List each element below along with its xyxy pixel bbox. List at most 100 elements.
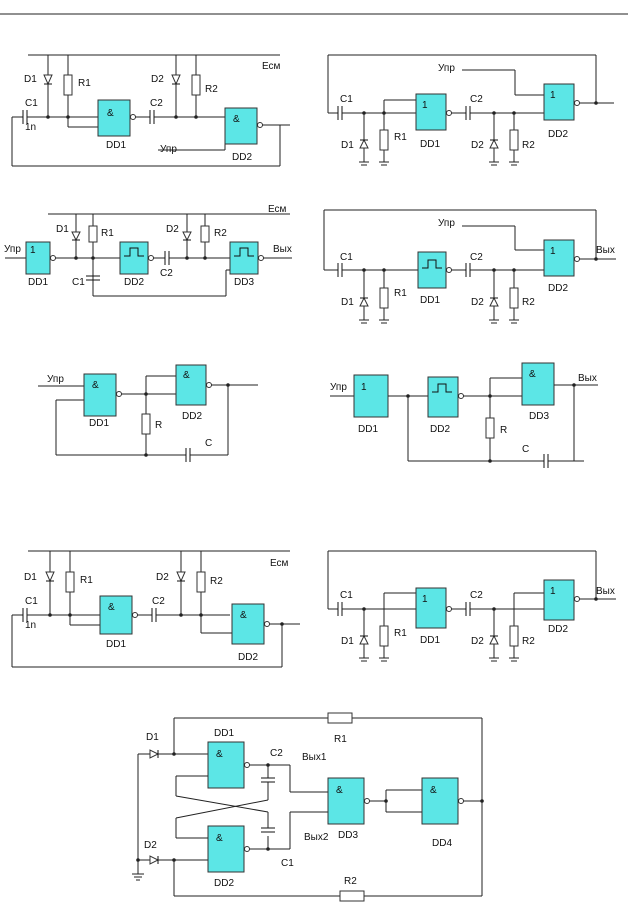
svg-text:R: R: [155, 420, 162, 431]
svg-text:&: &: [107, 108, 114, 119]
svg-text:1n: 1n: [25, 620, 36, 631]
svg-text:C: C: [205, 438, 212, 449]
svg-text:C1: C1: [281, 858, 294, 869]
svg-text:DD2: DD2: [548, 129, 568, 140]
svg-text:Упр: Упр: [4, 244, 21, 255]
svg-text:1: 1: [422, 594, 428, 605]
svg-text:1: 1: [550, 586, 556, 597]
svg-text:D2: D2: [471, 636, 484, 647]
svg-text:R1: R1: [394, 288, 407, 299]
circuit-6-rc-generator-schmitt: Упр 1 DD1 DD2 R & DD3 Вых C: [330, 362, 598, 468]
gate-dd2: [175, 364, 207, 406]
svg-text:DD1: DD1: [106, 639, 126, 650]
gate-dd1: [97, 99, 131, 137]
svg-text:Упр: Упр: [47, 374, 64, 385]
svg-text:D1: D1: [146, 732, 159, 743]
svg-text:1: 1: [30, 245, 36, 256]
svg-text:DD1: DD1: [214, 728, 234, 739]
svg-text:R2: R2: [214, 228, 227, 239]
svg-text:C1: C1: [25, 596, 38, 607]
circuit-3-schmitt-chain: Есм Упр 1 DD1 D1 R1 C1 DD2 C2 D2 R2: [4, 204, 292, 297]
svg-text:C2: C2: [470, 94, 483, 105]
svg-text:DD1: DD1: [420, 295, 440, 306]
svg-text:D2: D2: [144, 840, 157, 851]
gate-dd3-schmitt: [229, 241, 259, 275]
svg-text:DD2: DD2: [214, 878, 234, 889]
svg-text:C1: C1: [25, 98, 38, 109]
svg-text:D2: D2: [471, 297, 484, 308]
svg-text:DD2: DD2: [548, 283, 568, 294]
svg-text:C1: C1: [72, 277, 85, 288]
svg-text:DD2: DD2: [238, 652, 258, 663]
gate-dd4: [421, 777, 459, 825]
svg-text:DD1: DD1: [28, 277, 48, 288]
inverter-dd2: [543, 579, 575, 621]
svg-text:C2: C2: [270, 748, 283, 759]
svg-text:C1: C1: [340, 590, 353, 601]
diode-d2: [149, 855, 160, 865]
svg-text:R1: R1: [78, 78, 91, 89]
svg-text:C2: C2: [470, 590, 483, 601]
gate-dd1: [99, 595, 133, 635]
svg-text:R2: R2: [522, 636, 535, 647]
svg-text:R1: R1: [334, 734, 347, 745]
svg-text:Упр: Упр: [330, 382, 347, 393]
svg-text:D1: D1: [341, 140, 354, 151]
gate-dd1: [207, 741, 245, 789]
svg-text:&: &: [336, 785, 343, 796]
resistor-r2: [339, 890, 365, 902]
circuit-9-rs-multivibrator: R1 R2 D1 D2 & DD1 & DD2 C2 C1: [132, 712, 484, 902]
resistor-r2: [191, 74, 201, 96]
svg-text:DD2: DD2: [548, 624, 568, 635]
label-esm: Есм: [262, 61, 281, 72]
svg-text:Вых: Вых: [596, 245, 615, 256]
svg-text:C2: C2: [150, 98, 163, 109]
svg-text:Вых2: Вых2: [304, 832, 329, 843]
svg-text:R2: R2: [522, 297, 535, 308]
svg-text:D1: D1: [24, 74, 37, 85]
svg-text:DD3: DD3: [529, 411, 549, 422]
resistor-r1: [327, 712, 353, 724]
svg-text:D2: D2: [156, 572, 169, 583]
svg-text:1n: 1n: [25, 122, 36, 133]
svg-text:1: 1: [550, 246, 556, 257]
gate-dd2: [231, 603, 265, 645]
circuit-2-monostable-inverter: C1 D1 R1 1 DD1 C2 D2 R2 Упр: [327, 54, 614, 166]
resistor-r: [485, 417, 495, 439]
svg-text:&: &: [430, 785, 437, 796]
svg-text:DD3: DD3: [338, 830, 358, 841]
svg-text:C1: C1: [340, 252, 353, 263]
svg-text:&: &: [529, 369, 536, 380]
svg-text:1: 1: [550, 90, 556, 101]
svg-text:R1: R1: [101, 228, 114, 239]
svg-text:DD1: DD1: [420, 139, 440, 150]
svg-text:D2: D2: [471, 140, 484, 151]
svg-text:DD2: DD2: [430, 424, 450, 435]
svg-text:DD1: DD1: [420, 635, 440, 646]
svg-text:Вых: Вых: [578, 373, 597, 384]
resistor-r: [141, 413, 151, 435]
svg-text:Есм: Есм: [268, 204, 287, 215]
gate-dd1: [83, 373, 117, 417]
svg-text:&: &: [216, 833, 223, 844]
diode-d2: [171, 74, 181, 86]
svg-text:Упр: Упр: [160, 144, 177, 155]
resistor-r1: [63, 74, 73, 96]
circuit-4-schmitt-inverter: C1 D1 R1 DD1 C2 D2 R2 Упр: [323, 209, 616, 324]
svg-text:DD4: DD4: [432, 838, 452, 849]
inverter-dd2: [543, 83, 575, 121]
svg-text:D2: D2: [151, 74, 164, 85]
svg-text:&: &: [92, 380, 99, 391]
svg-text:DD2: DD2: [182, 411, 202, 422]
circuit-8-multivibrator-inverter: C1 D1 R1 1 DD1 C2 D2 R2 1: [327, 550, 616, 662]
svg-text:R2: R2: [522, 140, 535, 151]
svg-text:Вых: Вых: [273, 244, 292, 255]
svg-text:DD2: DD2: [232, 152, 252, 163]
gate-dd1-schmitt: [417, 251, 447, 289]
svg-text:C1: C1: [340, 94, 353, 105]
svg-text:Упр: Упр: [438, 63, 455, 74]
diode-d1: [149, 749, 160, 759]
svg-text:&: &: [240, 610, 247, 621]
gate-dd2: [224, 107, 258, 145]
